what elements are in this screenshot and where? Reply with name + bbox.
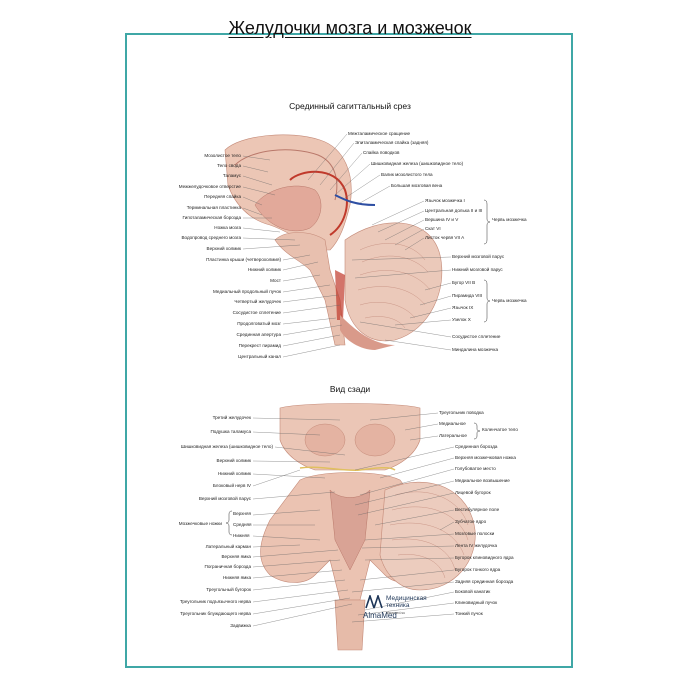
label: Скат VI	[425, 226, 441, 231]
label: Шишковидная железа (шишковидное тело)	[371, 161, 464, 166]
label: Голубоватое место	[455, 466, 496, 471]
label: Лента IV желудочка	[455, 543, 498, 548]
label: Зубчатое ядро	[455, 519, 487, 524]
label: Водопровод среднего мозга	[181, 235, 241, 240]
section2-title: Вид сзади	[329, 384, 371, 394]
label: Треугольник поводка	[439, 410, 484, 415]
label: Миндалина мозжечка	[452, 347, 499, 352]
label: Тело свода	[217, 163, 241, 168]
label: Сосудистое сплетение	[232, 310, 281, 315]
logo-brand: AlmaMed	[363, 611, 397, 620]
label: Вестибулярное поле	[455, 507, 500, 512]
label: Нижняя ямка	[222, 575, 251, 580]
section1-title: Срединный сагиттальный срез	[289, 101, 411, 111]
label: Мозговые полоски	[455, 531, 495, 536]
label: Пограничная борозда	[204, 564, 251, 569]
logo-mark-icon	[365, 595, 383, 609]
almamed-logo: AlmaMed Медицинская техника almamed.su	[363, 595, 443, 623]
label: Медиальный продольный пучок	[212, 289, 281, 294]
label: Нижняя	[233, 533, 250, 538]
label: Гипоталамическая борозда	[182, 215, 241, 220]
group-label: Коленчатое тело	[482, 427, 518, 432]
label: Эпиталамическая спайка (задняя)	[355, 140, 429, 145]
label: Мозолистое тело	[204, 153, 241, 158]
label: Треугольный бугорок	[206, 587, 251, 592]
label: Язычок мозжечка I	[425, 198, 465, 203]
label: Задняя срединная борозда	[455, 579, 514, 584]
brace-label: Червь мозжечка	[492, 298, 527, 303]
label: Вершина IV и V	[425, 217, 459, 222]
label: Латеральное	[439, 433, 467, 438]
label: Верхний мозговой парус	[452, 254, 505, 259]
label: Средняя	[233, 522, 252, 527]
label: Верхняя мозжечковая ножка	[455, 455, 516, 460]
label: Мост	[270, 278, 281, 283]
label: Четвертый желудочек	[234, 299, 281, 304]
label: Клиновидный пучок	[455, 600, 498, 605]
group-label: Мозжечковые ножки	[178, 521, 222, 526]
label: Тонкий пучок	[455, 611, 483, 616]
label: Спайка поводков	[363, 150, 400, 155]
label: Центральная долька II и III	[425, 208, 483, 213]
label: Латеральный карман	[205, 544, 251, 549]
label: Третий желудочек	[212, 415, 251, 420]
label: Бугорок тонкого ядра	[455, 567, 501, 572]
label: Продолговатый мозг	[237, 321, 281, 326]
label: Большая мозговая вена	[391, 183, 443, 188]
label: Бугорок клиновидного ядра	[455, 555, 514, 560]
label: Верхняя	[233, 511, 251, 516]
logo-line1: Медицинская	[386, 595, 427, 602]
label: Медиальное возвышение	[455, 478, 510, 483]
label: Листок червя VII A	[425, 235, 465, 240]
brace-label: Червь мозжечка	[492, 217, 527, 222]
label: Срединная борозда	[455, 444, 498, 449]
label: Ножка мозга	[214, 225, 241, 230]
sagittal-section-illustration	[224, 134, 443, 350]
label: Срединная апертура	[236, 332, 281, 337]
label: Треугольник блуждающего нерва	[180, 611, 251, 616]
label: Перекрест пирамид	[238, 343, 281, 348]
label: Узелок X	[452, 317, 471, 322]
label: Боковой канатик	[455, 589, 491, 594]
label: Межталамическое сращение	[348, 131, 411, 136]
poster-title: Желудочки мозга и мозжечок	[228, 18, 472, 38]
label: Нижний мозговой парус	[452, 267, 503, 272]
logo-line2: техника	[386, 602, 410, 609]
label: Межжелудочковое отверстие	[178, 184, 241, 189]
label: Верхняя ямка	[221, 554, 251, 559]
label: Верхний холмик	[216, 458, 251, 463]
label: Верхний мозговой парус	[198, 496, 251, 501]
label: Пластинка крыши (четверохолмия)	[206, 257, 281, 262]
label: Терминальная пластинка	[186, 205, 241, 210]
label: Блоковый нерв IV	[212, 483, 251, 488]
label: Передняя спайка	[204, 194, 241, 199]
posterior-view-illustration	[260, 403, 476, 651]
label: Центральный канал	[238, 354, 281, 359]
logo-site: almamed.su	[386, 611, 406, 615]
label: Бугор VII B	[452, 280, 476, 285]
label: Подушка таламуса	[210, 429, 251, 434]
label: Таламус	[222, 173, 241, 178]
label: Нижний холмик	[247, 267, 281, 272]
label: Валик мозолистого тела	[381, 172, 433, 177]
label: Сосудистое сплетение	[452, 334, 501, 339]
label: Нижний холмик	[217, 471, 251, 476]
label: Пирамида VIII	[452, 293, 483, 298]
label: Верхний холмик	[206, 246, 241, 251]
label: Лицевой бугорок	[455, 490, 491, 495]
label: Медиальное	[439, 421, 466, 426]
label: Задвижка	[230, 623, 251, 628]
label: Язычок IX	[452, 305, 474, 310]
label: Шишковидная железа (шишковидное тело)	[180, 444, 273, 449]
label: Треугольник подъязычного нерва	[179, 599, 251, 604]
